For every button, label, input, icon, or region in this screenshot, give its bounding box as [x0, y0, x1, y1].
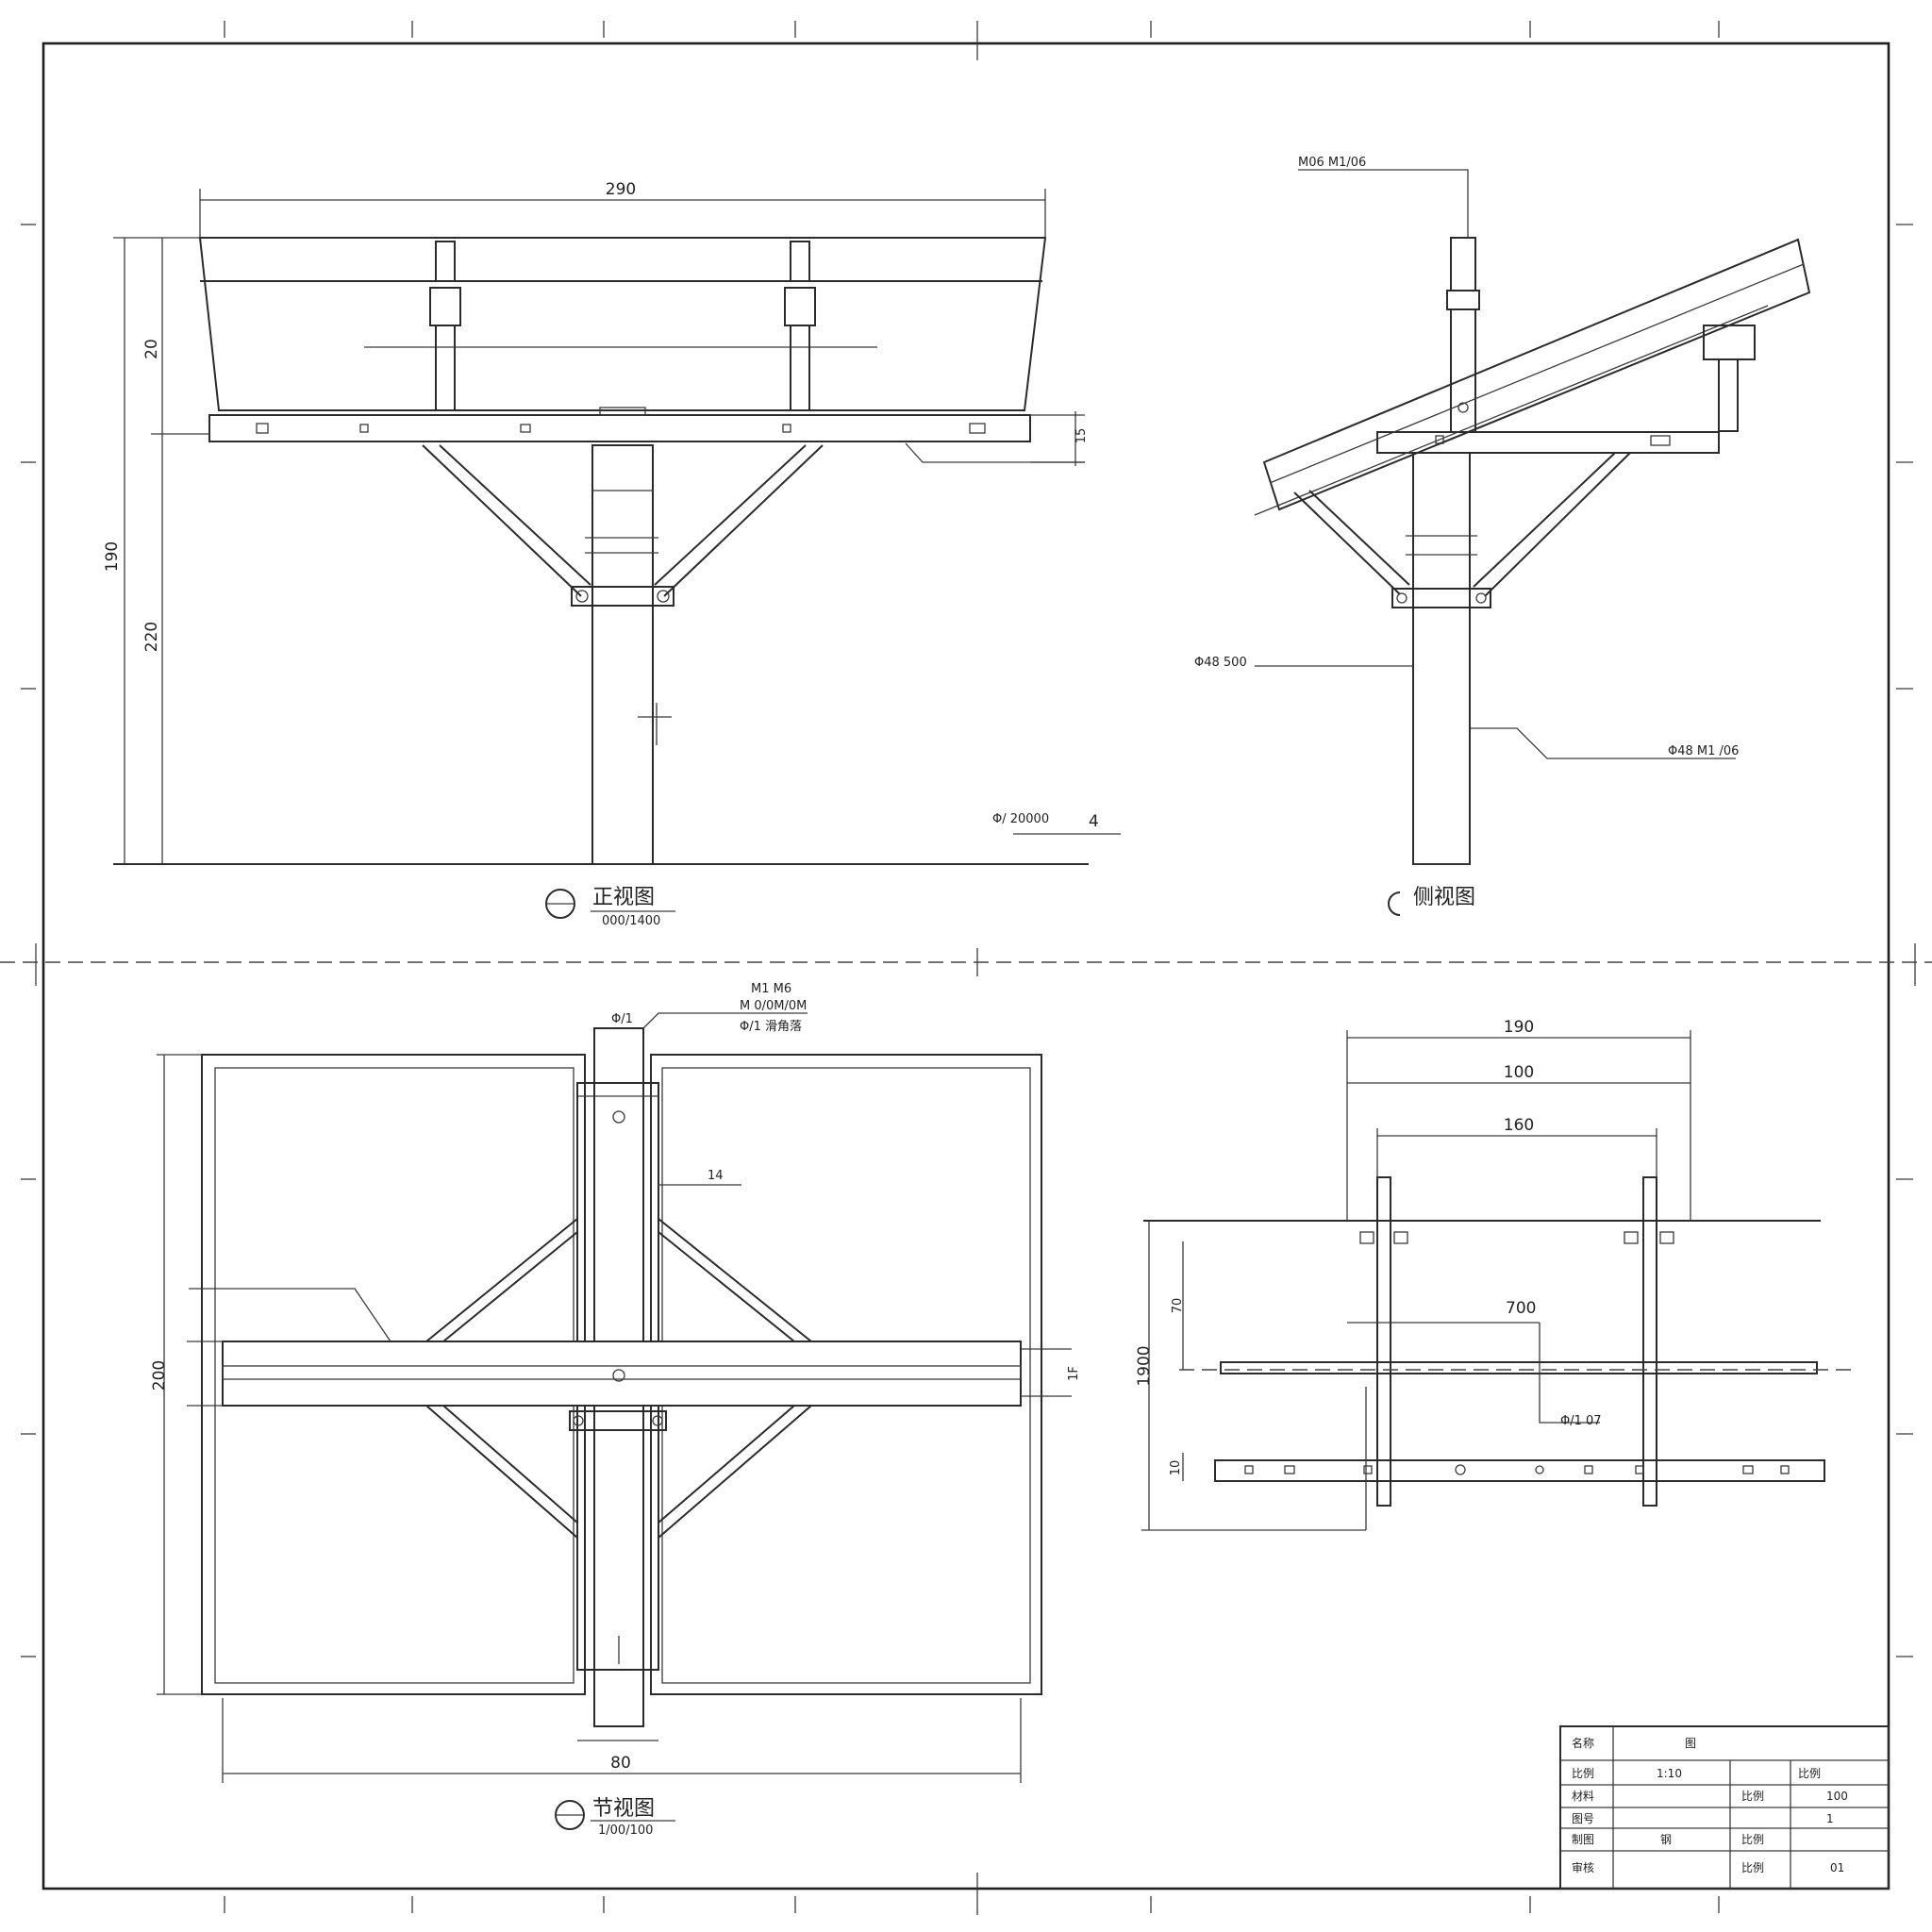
tb-r3-c3: 1 — [1826, 1812, 1834, 1825]
side-label-left: Φ48 500 — [1194, 656, 1247, 670]
detail-vertical-right — [1642, 1176, 1657, 1507]
front-clamp-left-body — [429, 287, 461, 326]
side-view-title: 侧视图 — [1413, 886, 1475, 909]
sheet-border — [42, 42, 1890, 1890]
tb-r1-c1: 1:10 — [1657, 1767, 1682, 1780]
side-collar — [1391, 588, 1491, 608]
tb-r2-c0: 材料 — [1572, 1790, 1594, 1803]
front-clamp-left-top — [435, 241, 456, 282]
detail-dim-inner: 160 — [1504, 1116, 1534, 1135]
detail-view: 190 100 160 1900 70 10 700 Φ/1 07 — [1135, 1018, 1855, 1531]
top-dim-brace: 14 — [708, 1169, 724, 1183]
side-label-right: Φ48 M1 /06 — [1668, 744, 1739, 758]
tb-r5-c2: 比例 — [1741, 1861, 1764, 1874]
detail-rail-upper — [1220, 1361, 1818, 1374]
detail-dim-row1: 70 — [1171, 1298, 1185, 1314]
tb-r5-c0: 审核 — [1572, 1860, 1594, 1874]
top-dim-beam: 1F — [1067, 1366, 1081, 1381]
detail-vertical-left — [1376, 1176, 1391, 1507]
top-brace-ul — [425, 1218, 578, 1342]
detail-dim-height: 1900 — [1135, 1345, 1154, 1386]
side-view: M06 M1/06 Φ48 500 Φ48 M1 /06 侧视图 — [1194, 156, 1811, 916]
front-clamp-right-top — [790, 241, 810, 282]
edge-ticks — [21, 21, 1913, 1913]
front-view-scale: 000/1400 — [602, 914, 660, 928]
front-clamp-right-arm — [790, 325, 810, 411]
front-note-right: 4 — [1089, 812, 1099, 831]
tb-r3-c0: 图号 — [1572, 1812, 1594, 1825]
top-collar — [569, 1410, 667, 1431]
tb-r0-c1: 图 — [1685, 1737, 1696, 1750]
front-dim-total: 190 — [103, 541, 122, 572]
front-view-title: 正视图 — [592, 886, 655, 909]
front-view: 290 20 190 220 15 Φ/ 20000 4 正视图 000/140… — [103, 180, 1121, 928]
tb-r4-c1: 钢 — [1660, 1833, 1672, 1846]
detail-dim-row2: 10 — [1169, 1460, 1183, 1476]
front-brace-right — [663, 444, 824, 597]
top-crossbeam — [222, 1341, 1022, 1407]
front-dim-width: 290 — [606, 180, 636, 199]
top-brace-ll — [425, 1405, 578, 1539]
tb-r1-c0: 比例 — [1572, 1767, 1594, 1780]
tb-r4-c0: 制图 — [1572, 1833, 1594, 1846]
top-note-3: Φ/1 滑角落 — [740, 1020, 802, 1034]
front-crossbeam — [208, 414, 1031, 442]
front-dim-lower: 220 — [142, 622, 161, 652]
front-panel — [198, 237, 1047, 411]
top-view-title: 节视图 — [592, 1797, 655, 1821]
top-brace-lr — [658, 1405, 812, 1539]
front-dim-upper: 20 — [142, 339, 161, 359]
front-note-left: Φ/ 20000 — [992, 812, 1049, 826]
tb-r2-c2: 比例 — [1741, 1790, 1764, 1803]
detail-note: Φ/1 07 — [1560, 1414, 1602, 1428]
side-mast-top — [1450, 237, 1476, 291]
top-view-scale: 1/00/100 — [598, 1824, 653, 1838]
top-view: 80 200 1F 14 Φ/1 M1 M6 M 0/0M/0M Φ/1 滑角落… — [150, 982, 1081, 1838]
side-tilted-panel — [1262, 238, 1811, 511]
side-brace-right — [1484, 452, 1631, 597]
side-label-top: M06 M1/06 — [1298, 156, 1366, 170]
front-collar — [571, 586, 675, 607]
side-mast — [1450, 308, 1476, 433]
tb-r1-c3: 比例 — [1798, 1767, 1821, 1780]
detail-dim-middle: 100 — [1504, 1063, 1534, 1082]
front-post — [591, 444, 654, 865]
top-note-2: M 0/0M/0M — [740, 999, 807, 1013]
front-clamp-left-arm — [435, 325, 456, 411]
front-clamp-right-body — [784, 287, 816, 326]
detail-rail-lower — [1214, 1459, 1825, 1482]
tb-r4-c2: 比例 — [1741, 1833, 1764, 1846]
top-note-1: M1 M6 — [751, 982, 791, 996]
tb-r5-c3: 01 — [1830, 1861, 1844, 1874]
front-brace-left — [422, 444, 582, 597]
title-block: 名称 图 比例 1:10 比例 材料 比例 100 图号 1 制图 钢 比例 审… — [1559, 1725, 1890, 1890]
detail-dim-span: 700 — [1506, 1299, 1536, 1318]
front-dim-beam: 15 — [1074, 428, 1089, 444]
detail-dim-outer: 190 — [1504, 1018, 1534, 1037]
side-brace-left — [1293, 491, 1401, 595]
tb-r0-c0: 名称 — [1572, 1736, 1594, 1750]
side-crossbeam — [1376, 431, 1720, 454]
top-dim-width: 80 — [610, 1754, 631, 1773]
top-brace-ur — [658, 1218, 812, 1342]
top-dim-post: Φ/1 — [611, 1012, 633, 1026]
tb-r2-c3: 100 — [1826, 1790, 1848, 1803]
top-dim-height: 200 — [150, 1360, 169, 1391]
side-bracket — [1703, 325, 1756, 360]
side-post — [1412, 452, 1471, 865]
